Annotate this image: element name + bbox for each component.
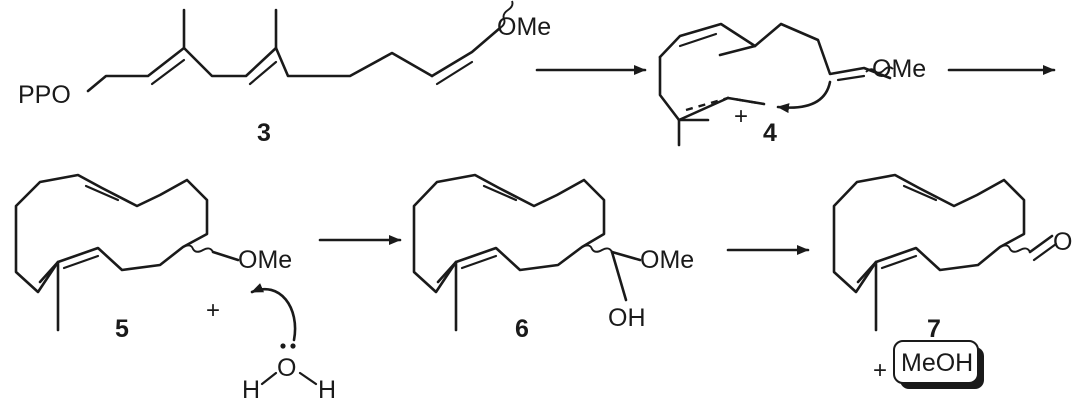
hydroxyl-label: OH: [608, 304, 646, 332]
compound-number-4: 4: [763, 119, 777, 147]
water-oxygen: O: [277, 354, 296, 382]
wavy-bond: [581, 244, 613, 253]
carbonyl-oxygen: O: [1053, 228, 1072, 256]
wavy-bond: [499, 0, 514, 29]
compound-number-3: 3: [257, 119, 271, 147]
wavy-bond: [865, 66, 894, 74]
methanol-label: MeOH: [901, 349, 973, 377]
ppo-label: PPO: [18, 81, 71, 109]
methoxy-label: OMe: [238, 246, 292, 274]
water-hydrogen: H: [242, 376, 260, 404]
cation-charge: +: [206, 297, 220, 324]
plus-sign: +: [873, 357, 887, 384]
methoxy-label: OMe: [640, 246, 694, 274]
lone-pair-dot: [290, 343, 296, 349]
compound-number-5: 5: [115, 315, 129, 343]
lone-pair-dot: [280, 343, 286, 349]
compound-4: + OMe 4: [658, 22, 926, 147]
compound-3: PPO OMe 3: [18, 0, 551, 147]
compound-7: O 7 + MeOH: [832, 173, 1072, 389]
methoxy-label: OMe: [497, 13, 551, 41]
meoh-box: [893, 340, 979, 384]
cation-charge: +: [734, 103, 748, 130]
wavy-bond: [999, 244, 1031, 253]
curved-arrow: [776, 80, 832, 114]
methoxy-label: OMe: [872, 55, 926, 83]
compound-number-6: 6: [515, 315, 529, 343]
wavy-bond: [182, 244, 214, 253]
compound-number-7: 7: [927, 315, 941, 343]
curved-arrow: [250, 283, 297, 342]
water-hydrogen: H: [318, 376, 336, 404]
compound-6: OMe OH 6: [412, 173, 694, 343]
compound-5: OMe + 5 O H H: [14, 173, 336, 404]
